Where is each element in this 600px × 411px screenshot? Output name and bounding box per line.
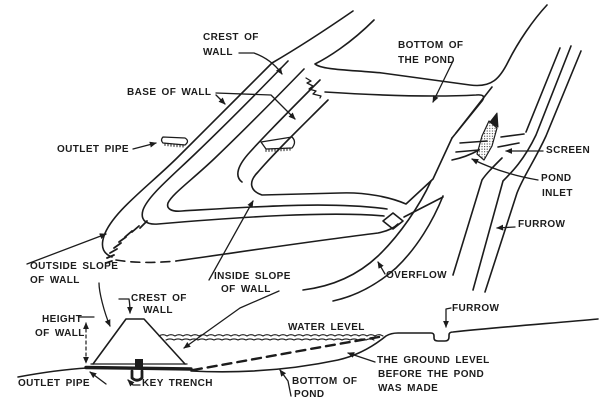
label-crest-of-wall-top: WALL (203, 47, 233, 58)
xsec-key-trench-notch (130, 369, 144, 382)
leader-furrow-right (496, 224, 516, 231)
label-bottom-of-the-pond: BOTTOM OF (398, 40, 464, 51)
label-ground-level-note: BEFORE THE POND (378, 369, 485, 380)
label-water-level: WATER LEVEL (288, 322, 365, 333)
xsec-outlet-pipe-bar (84, 365, 193, 371)
label-base-of-wall: BASE OF WALL (127, 87, 212, 98)
stream-gap-lines (271, 10, 354, 64)
outlet-pipe-left-end (160, 136, 189, 148)
leader-inside-slope-down (183, 290, 280, 349)
wall-toe-dashed-arc (115, 259, 177, 264)
xsec-wall-trapezoid (90, 318, 188, 365)
label-ground-level-note: WAS MADE (378, 383, 439, 394)
leader-bottom-of-the-pond (432, 60, 454, 103)
label-inside-slope: INSIDE SLOPE (214, 271, 291, 282)
leader-key-trench (127, 379, 141, 387)
label-bottom-of-pond: POND (294, 389, 325, 400)
xsec-height-dimension (78, 316, 95, 364)
leader-outside-slope-up (26, 233, 107, 265)
furrow-channel (452, 45, 582, 293)
xsec-pond-bottom-and-furrow (190, 318, 599, 373)
label-height-of-wall: OF WALL (35, 328, 85, 339)
xsec-water-level-line (158, 334, 384, 341)
label-crest-of-wall-bottom: WALL (143, 305, 173, 316)
outlet-pipe-right-end (260, 136, 296, 152)
label-screen: SCREEN (546, 145, 591, 156)
label-outlet-pipe-top: OUTLET PIPE (57, 144, 129, 155)
far-bank-outline (305, 4, 548, 139)
pond-bottom-near-edge (250, 99, 453, 205)
xsec-ground-line (17, 318, 599, 378)
leader-crest-of-wall-top (238, 52, 283, 75)
leader-inside-slope-up (208, 200, 254, 281)
torn-edge-squiggle (305, 77, 322, 99)
leader-furrow-bottom (443, 307, 452, 328)
xsec-anti-seep-collar (135, 359, 143, 367)
leader-base-of-wall-inner (215, 92, 296, 120)
label-overflow: OVERFLOW (386, 270, 447, 281)
label-inside-slope: OF WALL (221, 284, 271, 295)
label-key-trench: KEY TRENCH (142, 378, 213, 389)
leader-bottom-of-pond (279, 369, 292, 397)
leader-outlet-pipe-bottom (89, 371, 107, 385)
screen-icon (476, 112, 499, 161)
leader-pond-inlet (471, 158, 539, 181)
label-height-of-wall: HEIGHT (42, 314, 83, 325)
label-furrow-right: FURROW (518, 219, 566, 230)
inlet-bank-edge (455, 86, 493, 134)
label-bottom-of-pond: BOTTOM OF (292, 376, 358, 387)
label-outside-slope: OF WALL (30, 275, 80, 286)
label-ground-level-note: THE GROUND LEVEL (377, 355, 490, 366)
leader-outlet-pipe-top (132, 141, 157, 150)
inside-base-line (237, 79, 321, 183)
xsec-old-ground-dashed-line (191, 335, 381, 372)
overflow-channel (302, 180, 444, 302)
leader-ground-level-note (347, 352, 376, 363)
label-pond-inlet: INLET (542, 188, 573, 199)
leader-base-of-wall-outer (215, 94, 226, 105)
label-outlet-pipe-bottom: OUTLET PIPE (18, 378, 90, 389)
outside-slope-hatching (105, 220, 148, 264)
leader-overflow (377, 261, 386, 275)
label-bottom-of-the-pond: THE POND (398, 55, 455, 66)
pond-inlet-ledge (451, 133, 525, 161)
label-crest-of-wall-bottom: CREST OF (131, 293, 187, 304)
label-pond-inlet: POND (541, 173, 572, 184)
leader-crest-of-wall-bottom (118, 298, 133, 314)
overflow-outlet-diamond (382, 212, 404, 230)
label-outside-slope: OUTSIDE SLOPE (30, 261, 119, 272)
leader-outside-slope-down (98, 282, 111, 327)
far-bank-inner-edge (324, 91, 485, 139)
label-crest-of-wall-top: CREST OF (203, 32, 259, 43)
label-furrow-bottom: FURROW (452, 303, 500, 314)
